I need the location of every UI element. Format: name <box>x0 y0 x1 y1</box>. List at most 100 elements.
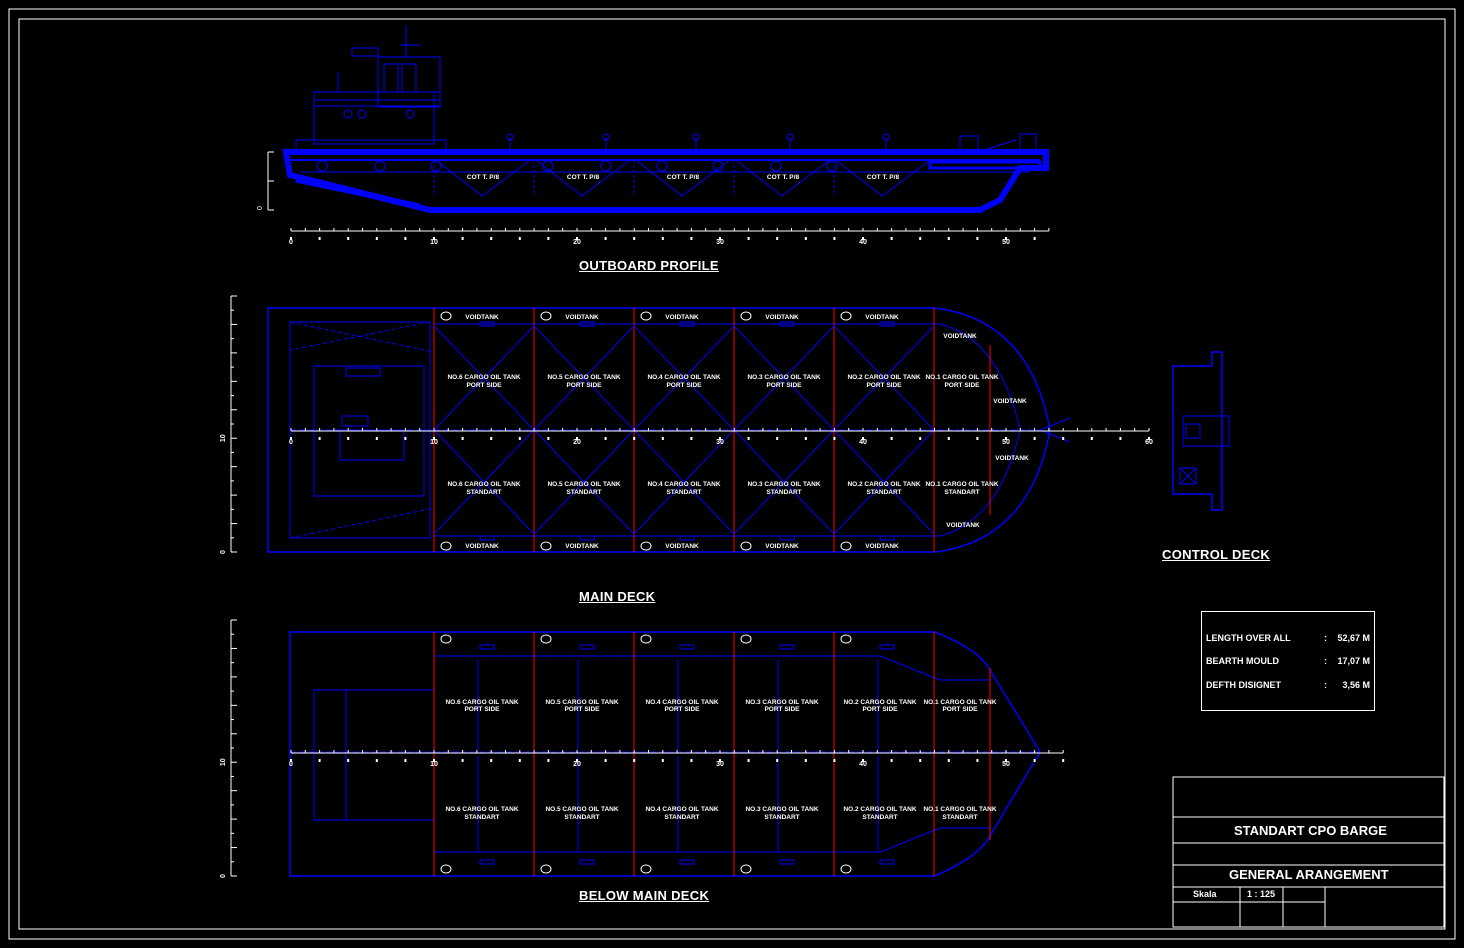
scale-mark <box>661 759 664 762</box>
porthole <box>770 160 782 172</box>
control-deck-plan <box>1172 351 1230 511</box>
bollard <box>740 311 752 321</box>
tank-label-port: NO.6 CARGO OIL TANK <box>447 374 520 381</box>
scale-label: 30 <box>716 761 724 768</box>
bollard <box>840 864 852 874</box>
spec-label-loa: LENGTH OVER ALL <box>1206 633 1291 643</box>
tank-side-label: STANDART <box>866 489 901 496</box>
tank-label-port: NO.1 CARGO OIL TANK <box>923 699 996 706</box>
scale-mark <box>547 759 550 762</box>
scale-mark <box>375 237 378 240</box>
manhole <box>479 535 495 541</box>
bollard <box>440 634 452 644</box>
tank-side-label: STANDART <box>564 814 599 821</box>
scale-mark <box>1005 759 1007 762</box>
tank-side-label: PORT SIDE <box>564 706 600 713</box>
manhole <box>779 859 795 865</box>
scale-mark <box>604 437 607 440</box>
spec-value-loa: 52,67 M <box>1337 633 1370 643</box>
profile-height-scale <box>267 151 274 211</box>
tank-side-label: PORT SIDE <box>862 706 898 713</box>
scale-mark <box>633 437 636 440</box>
scale-mark <box>890 759 893 762</box>
scale-mark <box>433 759 435 762</box>
tank-label-stbd: NO.1 CARGO OIL TANK <box>923 806 996 813</box>
bollard <box>740 634 752 644</box>
manhole <box>779 644 795 650</box>
bitt-head <box>786 133 794 141</box>
bollard <box>540 541 552 551</box>
scale-label: 10 <box>430 439 438 446</box>
tank-label-port: NO.3 CARGO OIL TANK <box>747 374 820 381</box>
scale-mark <box>804 237 807 240</box>
bollard <box>840 634 852 644</box>
scale-mark <box>1062 759 1065 762</box>
scale-mark <box>776 759 779 762</box>
principal-dimensions-table: LENGTH OVER ALL : 52,67 M BEARTH MOULD :… <box>1201 611 1375 711</box>
scale-mark <box>404 237 407 240</box>
tank-side-label: STANDART <box>466 489 501 496</box>
void-tank-label: VOIDTANK <box>465 543 499 550</box>
spec-colon: : <box>1324 633 1327 643</box>
tank-side-label: STANDART <box>766 489 801 496</box>
profile-brace <box>735 159 831 197</box>
scale-mark <box>747 237 750 240</box>
manhole <box>579 644 595 650</box>
scale-mark <box>747 437 750 440</box>
profile-brace <box>835 159 931 197</box>
tank-side-label: STANDART <box>764 814 799 821</box>
scale-mark <box>490 759 493 762</box>
void-tank-label: VOIDTANK <box>995 455 1029 462</box>
manhole <box>879 644 895 650</box>
control-deck-title: CONTROL DECK <box>1162 547 1271 562</box>
scale-mark <box>1062 437 1065 440</box>
drawing-name: GENERAL ARANGEMENT <box>1229 867 1389 882</box>
tank-label-stbd: NO.3 CARGO OIL TANK <box>747 481 820 488</box>
scale-mark <box>347 237 350 240</box>
scale-mark <box>661 437 664 440</box>
bollard <box>840 541 852 551</box>
tank-label-port: NO.2 CARGO OIL TANK <box>843 699 916 706</box>
scale-mark <box>1033 237 1036 240</box>
tank-label-stbd: NO.1 CARGO OIL TANK <box>925 481 998 488</box>
scale-mark <box>719 237 721 240</box>
manhole <box>579 535 595 541</box>
tank-label-port: NO.1 CARGO OIL TANK <box>925 374 998 381</box>
sheet-border-outer <box>8 8 1456 940</box>
porthole <box>826 160 838 172</box>
scale-mark <box>976 237 979 240</box>
scale-mark <box>776 237 779 240</box>
void-tank-label: VOIDTANK <box>465 314 499 321</box>
scale-mark <box>347 437 350 440</box>
profile-vscale-0: 0 <box>257 206 264 210</box>
manhole <box>579 859 595 865</box>
scale-mark <box>947 759 950 762</box>
bollard <box>640 634 652 644</box>
scale-mark <box>862 437 864 440</box>
tank-side-label: PORT SIDE <box>664 706 700 713</box>
scale-mark <box>890 437 893 440</box>
scale-mark <box>776 437 779 440</box>
scale-mark <box>890 237 893 240</box>
manhole <box>879 321 895 327</box>
scale-mark <box>490 237 493 240</box>
tank-side-label: PORT SIDE <box>944 382 980 389</box>
scale-mark <box>318 759 321 762</box>
scale-mark <box>404 437 407 440</box>
spec-label-breadth: BEARTH MOULD <box>1206 656 1279 666</box>
porthole <box>712 160 724 172</box>
scale-mark <box>633 759 636 762</box>
profile-brace <box>535 159 631 197</box>
scale-mark <box>347 759 350 762</box>
manhole <box>879 535 895 541</box>
scale-mark <box>862 759 864 762</box>
manhole <box>879 859 895 865</box>
scale-mark <box>290 237 292 240</box>
scale-mark <box>919 437 922 440</box>
scale-mark <box>433 237 435 240</box>
tank-side-label: PORT SIDE <box>666 382 702 389</box>
tank-label-port: NO.5 CARGO OIL TANK <box>545 699 618 706</box>
